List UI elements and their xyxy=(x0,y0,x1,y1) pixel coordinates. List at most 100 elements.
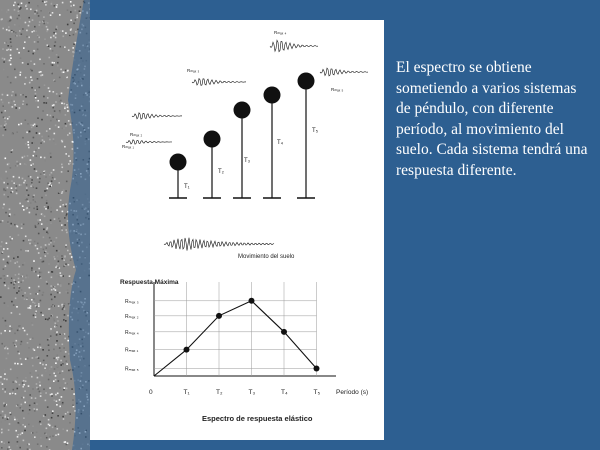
texture-speck xyxy=(53,288,55,290)
texture-speck xyxy=(14,179,16,182)
texture-speck xyxy=(36,205,38,208)
texture-speck xyxy=(39,173,42,175)
texture-speck xyxy=(58,191,61,194)
texture-speck xyxy=(30,126,33,129)
texture-speck xyxy=(13,287,15,289)
texture-speck xyxy=(3,188,5,191)
texture-speck xyxy=(50,210,52,213)
texture-speck xyxy=(23,329,26,332)
texture-speck xyxy=(24,425,26,428)
texture-speck xyxy=(63,305,65,307)
texture-speck xyxy=(56,273,58,275)
texture-speck xyxy=(1,383,4,385)
texture-speck xyxy=(37,252,40,254)
x-tick-label: T₃ xyxy=(249,389,256,396)
texture-speck xyxy=(61,71,64,74)
texture-speck xyxy=(61,30,64,32)
texture-speck xyxy=(50,180,53,182)
texture-speck xyxy=(48,90,51,93)
texture-speck xyxy=(3,187,5,190)
texture-speck xyxy=(9,63,12,66)
texture-speck xyxy=(47,45,50,47)
texture-speck xyxy=(50,156,52,158)
texture-speck xyxy=(51,50,54,52)
texture-speck xyxy=(26,207,28,209)
texture-speck xyxy=(38,71,41,73)
pendulum-period-label: T₂ xyxy=(218,169,225,175)
texture-speck xyxy=(31,432,34,434)
texture-speck xyxy=(7,429,10,431)
texture-speck xyxy=(52,138,55,140)
texture-speck xyxy=(36,48,39,51)
texture-speck xyxy=(33,49,35,52)
texture-speck xyxy=(36,34,39,37)
texture-speck xyxy=(5,211,7,214)
texture-speck xyxy=(11,190,14,193)
texture-speck xyxy=(20,340,23,343)
texture-speck xyxy=(30,60,32,62)
texture-speck xyxy=(57,433,60,436)
texture-speck xyxy=(2,274,4,277)
texture-speck xyxy=(33,123,36,126)
texture-speck xyxy=(24,380,27,382)
texture-speck xyxy=(60,359,62,362)
texture-speck xyxy=(71,148,74,150)
texture-speck xyxy=(51,271,53,273)
texture-speck xyxy=(43,63,45,65)
texture-speck xyxy=(22,409,24,412)
texture-speck xyxy=(11,392,14,395)
texture-speck xyxy=(8,101,10,104)
texture-speck xyxy=(24,292,26,294)
texture-speck xyxy=(34,436,36,438)
texture-speck xyxy=(18,313,21,315)
texture-speck xyxy=(56,64,59,67)
texture-speck xyxy=(67,353,70,355)
texture-speck xyxy=(36,208,39,210)
texture-speck xyxy=(73,43,75,45)
texture-speck xyxy=(72,404,74,406)
texture-speck xyxy=(50,298,53,301)
texture-speck xyxy=(16,329,19,332)
texture-speck xyxy=(18,273,20,275)
texture-speck xyxy=(14,68,16,71)
texture-speck xyxy=(35,132,38,134)
texture-speck xyxy=(35,213,37,216)
texture-speck xyxy=(37,6,40,8)
texture-speck xyxy=(28,423,30,426)
texture-speck xyxy=(61,308,64,311)
texture-speck xyxy=(15,339,18,342)
texture-speck xyxy=(34,12,36,15)
texture-speck xyxy=(15,192,18,195)
texture-speck xyxy=(12,175,15,178)
texture-speck xyxy=(26,333,29,336)
texture-speck xyxy=(61,343,64,346)
texture-speck xyxy=(4,403,6,406)
x-axis-title: Período (s) xyxy=(336,389,368,396)
texture-speck xyxy=(73,22,75,25)
texture-speck xyxy=(32,388,34,390)
texture-speck xyxy=(28,347,30,349)
texture-speck xyxy=(6,275,9,277)
texture-speck xyxy=(2,105,4,107)
texture-speck xyxy=(20,289,23,291)
texture-speck xyxy=(4,265,7,267)
texture-speck xyxy=(28,36,30,39)
texture-speck xyxy=(19,343,22,346)
texture-speck xyxy=(53,140,55,142)
texture-speck xyxy=(50,285,52,287)
texture-speck xyxy=(36,293,39,295)
texture-speck xyxy=(56,4,58,6)
texture-speck xyxy=(36,376,39,379)
texture-speck xyxy=(67,411,69,414)
response-label: Rₘₐₓ ₃ xyxy=(187,68,199,73)
texture-speck xyxy=(49,138,51,141)
texture-speck xyxy=(29,68,32,71)
texture-speck xyxy=(43,170,46,172)
texture-speck xyxy=(64,105,66,108)
texture-speck xyxy=(7,59,10,62)
texture-speck xyxy=(45,176,47,178)
texture-speck xyxy=(46,228,48,231)
texture-speck xyxy=(7,352,9,355)
texture-speck xyxy=(62,378,65,380)
response-label: Rₘₐₓ ₄ xyxy=(274,30,286,35)
